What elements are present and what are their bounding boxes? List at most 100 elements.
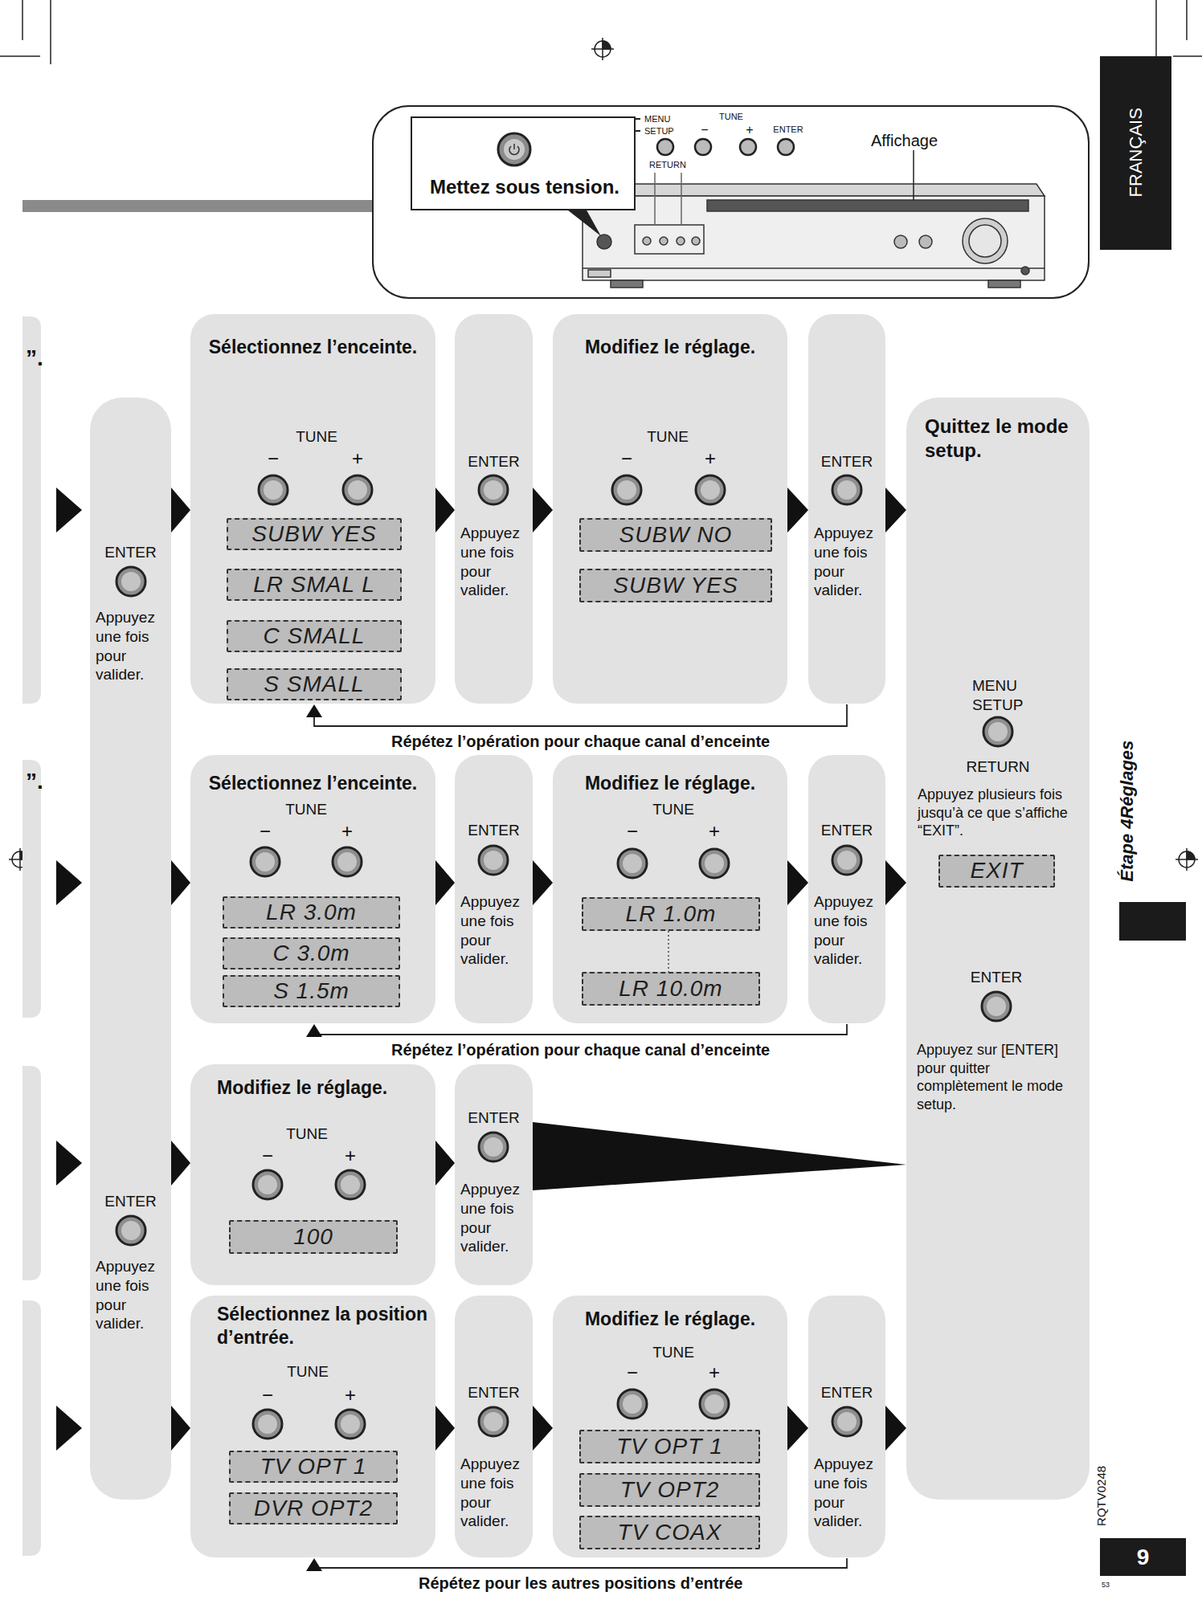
display-text: TV OPT 1 bbox=[616, 1435, 723, 1460]
flow-connector bbox=[171, 860, 191, 906]
button-symbol bbox=[829, 473, 864, 507]
chevron-arrow bbox=[532, 860, 553, 906]
page-label: RQTV0248 bbox=[1094, 1465, 1110, 1526]
panel-heading: Sélectionnez l’enceinte. bbox=[192, 772, 434, 796]
button-ring bbox=[250, 847, 280, 877]
panel-text: SETUP bbox=[644, 126, 693, 138]
panel-text: TUNE bbox=[282, 800, 331, 820]
display-text: DVR OPT2 bbox=[253, 1496, 373, 1522]
button-face bbox=[263, 480, 283, 500]
language-tab: FRANÇAIS bbox=[1099, 56, 1172, 250]
dotted-line bbox=[667, 931, 670, 973]
button-face bbox=[617, 480, 637, 500]
chevron-arrow bbox=[435, 487, 455, 533]
enter-panel: ENTERAppuyez une fois pour valider. bbox=[454, 755, 533, 1024]
panel-text: ENTER bbox=[808, 1383, 886, 1403]
partial-panels bbox=[22, 316, 41, 1557]
step-panel: Modifiez le réglage.TUNE−+100 bbox=[190, 1064, 436, 1286]
button-symbol bbox=[615, 1387, 650, 1422]
panel-text: Appuyez une fois pour valider. bbox=[460, 1180, 532, 1257]
button-face bbox=[340, 1175, 360, 1195]
button-face bbox=[622, 1394, 642, 1415]
button-symbol bbox=[697, 1387, 732, 1422]
panel-text: − bbox=[257, 446, 290, 471]
button-ring bbox=[695, 475, 725, 505]
button-ring bbox=[612, 475, 642, 505]
panel-text: TUNE bbox=[649, 1343, 698, 1363]
flow-connector bbox=[885, 487, 907, 533]
lcd-display: EXIT bbox=[938, 854, 1055, 888]
display-text: LR SMAL L bbox=[253, 572, 376, 598]
chevron-arrow bbox=[787, 860, 809, 906]
button-symbol bbox=[697, 846, 732, 881]
panel-text: Affichage bbox=[870, 130, 968, 152]
button-face bbox=[837, 850, 857, 871]
panel-text: ENTER bbox=[768, 124, 808, 136]
panel-text: 9 bbox=[1099, 1543, 1186, 1572]
display-text: C SMALL bbox=[263, 624, 366, 650]
display-text: S SMALL bbox=[263, 672, 364, 698]
button-face bbox=[704, 854, 724, 874]
flow-connector bbox=[435, 1406, 455, 1452]
button-face bbox=[483, 1412, 503, 1432]
lcd-display: C SMALL bbox=[226, 620, 402, 653]
button-symbol bbox=[609, 473, 644, 507]
repeat-line bbox=[314, 704, 847, 727]
panel-text: − bbox=[697, 122, 712, 139]
button-ring bbox=[335, 1410, 365, 1440]
panel-heading: Sélectionnez l’enceinte. bbox=[192, 335, 434, 360]
button-symbol bbox=[330, 845, 364, 880]
panel-text: Appuyez sur [ENTER] pour quitter complèt… bbox=[916, 1041, 1083, 1114]
button-ring bbox=[699, 849, 729, 879]
panel-text: ENTER bbox=[808, 452, 886, 472]
step-panel: Sélectionnez l’enceinte.TUNE−+SUBW YESLR… bbox=[190, 314, 436, 704]
lcd-display: LR 10.0m bbox=[581, 972, 761, 1006]
flow-connector bbox=[435, 1140, 455, 1186]
chevron-arrow bbox=[885, 487, 907, 533]
button-symbol bbox=[114, 1214, 148, 1248]
button-symbol bbox=[979, 989, 1014, 1024]
display-text: LR 10.0m bbox=[618, 977, 723, 1002]
flow-connector bbox=[787, 487, 809, 533]
arrow-head bbox=[306, 1558, 323, 1572]
chevron-arrow bbox=[787, 1406, 809, 1452]
lcd-display: DVR OPT2 bbox=[228, 1492, 398, 1525]
button-face bbox=[257, 1175, 278, 1195]
flow-connector bbox=[532, 487, 553, 533]
lcd-display: SUBW YES bbox=[579, 568, 773, 603]
button-ring bbox=[983, 717, 1013, 747]
enter-panel: ENTERAppuyez une fois pour valider. bbox=[454, 314, 533, 704]
button-face bbox=[257, 1414, 278, 1435]
button-symbol bbox=[250, 1407, 285, 1442]
button-symbol bbox=[256, 473, 291, 507]
button-symbol bbox=[250, 1168, 285, 1202]
panel-text: Appuyez plusieurs fois jusqu’à ce que s’… bbox=[917, 785, 1080, 841]
panel-text: + bbox=[694, 446, 727, 471]
button-ring bbox=[832, 846, 862, 875]
flow-arrows-left bbox=[56, 487, 82, 1452]
flow-connector bbox=[171, 487, 191, 533]
chevron-arrow bbox=[532, 1406, 553, 1452]
button-symbol bbox=[476, 1405, 511, 1440]
flow-connector bbox=[885, 1406, 907, 1452]
step-panel: Modifiez le réglage.TUNE−+SUBW NOSUBW YE… bbox=[552, 314, 788, 704]
lcd-display: TV COAX bbox=[579, 1516, 761, 1550]
display-text: LR 1.0m bbox=[625, 902, 717, 928]
display-text: TV OPT 1 bbox=[260, 1455, 367, 1481]
flow-connector bbox=[171, 1140, 191, 1186]
power-ring bbox=[498, 133, 531, 166]
button-symbol bbox=[340, 473, 375, 507]
panel-text: Appuyez une fois pour valider. bbox=[460, 892, 532, 969]
lcd-display: S SMALL bbox=[226, 668, 402, 701]
repeat-label: Répétez l’opération pour chaque canal d’… bbox=[388, 1040, 773, 1060]
button-symbol bbox=[615, 846, 650, 881]
page-label: ”. bbox=[25, 343, 58, 373]
lcd-display: 100 bbox=[228, 1220, 398, 1255]
enter-panel: ENTERAppuyez une fois pour valider. bbox=[454, 1064, 533, 1286]
button-ring bbox=[832, 475, 862, 505]
display-text: 100 bbox=[293, 1225, 334, 1251]
repeat-line bbox=[314, 1024, 847, 1035]
power-button-icon bbox=[494, 130, 534, 169]
step-panel: Sélectionnez la position d’entrée.TUNE−+… bbox=[190, 1296, 436, 1558]
button-symbol bbox=[981, 715, 1015, 749]
